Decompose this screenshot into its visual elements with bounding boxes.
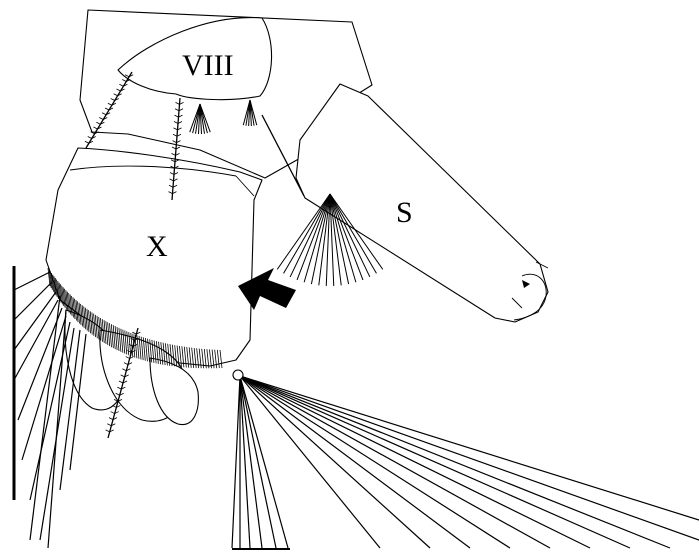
seta-barb	[107, 424, 111, 426]
tuft-branch	[284, 194, 330, 273]
caudal-seta	[240, 376, 699, 520]
seta-barb	[88, 137, 92, 139]
caudal-setae-fan	[232, 376, 699, 548]
seta-barb	[85, 141, 89, 143]
caudal-seta	[240, 376, 670, 548]
caudal-setae-origin	[233, 370, 243, 380]
caudal-seta	[240, 376, 550, 548]
caudal-seta	[240, 376, 380, 548]
caudal-seta	[240, 376, 262, 548]
caudal-seta	[240, 376, 699, 540]
ventral-brush-seta	[14, 272, 50, 290]
caudal-seta	[240, 376, 590, 548]
seta-barb	[106, 430, 110, 432]
caudal-seta	[232, 376, 240, 548]
caudal-seta	[240, 376, 430, 548]
label-segment-x: X	[146, 230, 168, 263]
seta-barb	[172, 147, 176, 149]
seta-barb	[109, 418, 113, 420]
tuft-branch	[290, 194, 330, 277]
ventral-brush-seta	[18, 308, 62, 420]
label-siphon: S	[396, 196, 413, 229]
label-segment-viii: VIII	[182, 49, 234, 82]
seta-barb	[172, 153, 176, 155]
seta-barb	[111, 412, 115, 414]
ventral-brush-seta	[30, 322, 70, 500]
tuft-branch	[304, 194, 330, 282]
